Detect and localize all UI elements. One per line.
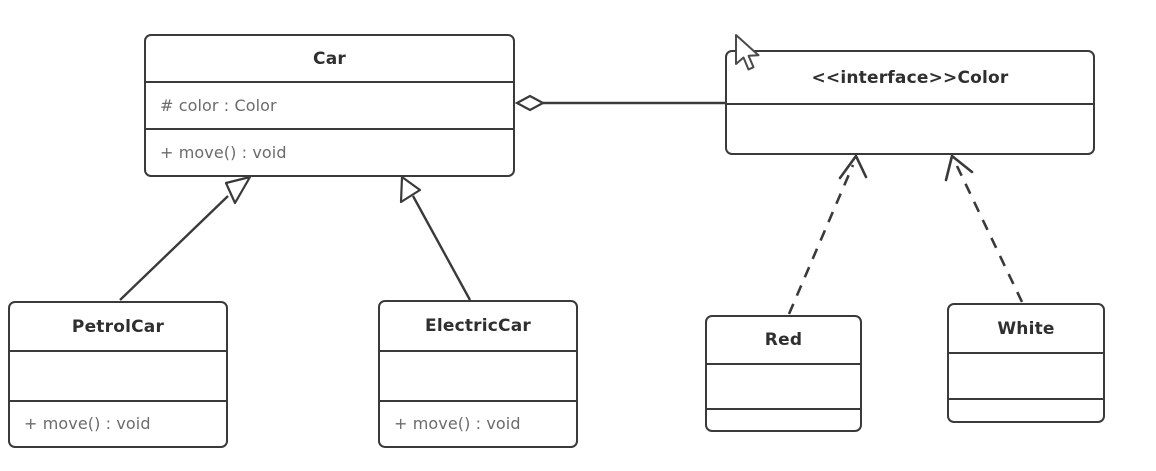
class-name-label: White xyxy=(997,318,1055,339)
class-operations-compartment xyxy=(707,408,860,429)
relationship-generalization-petrolcar-car[interactable] xyxy=(119,175,252,301)
hollow-diamond-marker xyxy=(514,94,546,112)
operation-row: + move() : void xyxy=(24,414,151,433)
hollow-triangle-marker xyxy=(399,175,422,204)
realization-dashed-line xyxy=(787,164,855,315)
open-arrow-marker xyxy=(838,154,868,180)
class-attributes-compartment xyxy=(949,352,1103,398)
generalization-line xyxy=(411,195,472,301)
class-title-compartment: Red xyxy=(707,317,860,363)
class-name-label: ElectricCar xyxy=(425,316,531,336)
class-box-electriccar[interactable]: ElectricCar + move() : void xyxy=(378,300,578,448)
class-title-compartment: White xyxy=(949,305,1103,352)
relationship-aggregation-car-color[interactable] xyxy=(514,94,725,112)
relationship-realization-red-color[interactable] xyxy=(787,154,868,315)
relationship-generalization-electriccar-car[interactable] xyxy=(399,175,472,301)
class-title-compartment: Car xyxy=(146,36,513,81)
class-title-compartment: PetrolCar xyxy=(10,303,226,350)
attribute-row: # color : Color xyxy=(160,96,277,115)
class-attributes-compartment xyxy=(10,350,226,400)
relationship-realization-white-color[interactable] xyxy=(944,154,1024,303)
class-attributes-compartment: # color : Color xyxy=(146,81,513,127)
class-name-label: Red xyxy=(764,330,803,350)
class-box-petrolcar[interactable]: PetrolCar + move() : void xyxy=(8,301,228,448)
class-attributes-compartment xyxy=(707,363,860,408)
class-operations-compartment: + move() : void xyxy=(146,127,513,175)
interface-title-compartment: <<interface>>Color xyxy=(727,52,1093,103)
interface-name-label: <<interface>>Color xyxy=(811,67,1009,88)
open-arrow-marker xyxy=(944,154,974,182)
class-box-red[interactable]: Red xyxy=(705,315,862,432)
class-operations-compartment xyxy=(949,398,1103,420)
class-title-compartment: ElectricCar xyxy=(380,302,576,350)
class-box-color-interface[interactable]: <<interface>>Color xyxy=(725,50,1095,155)
class-box-car[interactable]: Car # color : Color + move() : void xyxy=(144,34,515,177)
realization-dashed-line xyxy=(955,165,1024,303)
class-attributes-compartment xyxy=(380,350,576,400)
class-name-label: PetrolCar xyxy=(71,316,165,337)
class-name-label: Car xyxy=(313,48,346,69)
operation-row: + move() : void xyxy=(394,414,521,433)
generalization-line xyxy=(119,195,229,301)
interface-operations-compartment xyxy=(727,103,1093,153)
hollow-triangle-marker xyxy=(224,175,252,205)
class-operations-compartment: + move() : void xyxy=(10,400,226,445)
class-box-white[interactable]: White xyxy=(947,303,1105,423)
operation-row: + move() : void xyxy=(160,142,287,162)
class-operations-compartment: + move() : void xyxy=(380,400,576,445)
